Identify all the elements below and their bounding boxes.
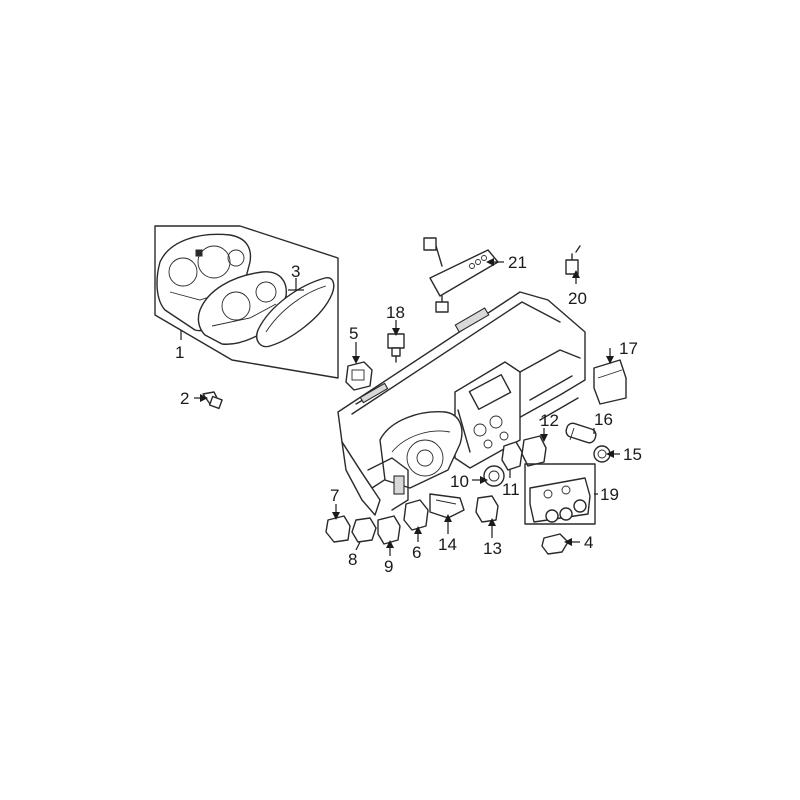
callout-1: 1 xyxy=(175,343,184,362)
part-12-switch xyxy=(521,435,547,467)
callout-9: 9 xyxy=(384,557,393,576)
instrument-cluster-group xyxy=(154,225,339,379)
callout-labels: 1 2 3 4 5 6 7 8 9 10 11 12 13 14 15 16 1… xyxy=(175,253,642,576)
callout-21: 21 xyxy=(508,253,527,272)
callout-4: 4 xyxy=(584,533,593,552)
bolt-part xyxy=(202,391,223,410)
part-19-climate-control xyxy=(524,463,596,525)
callout-6: 6 xyxy=(412,543,421,562)
callout-18: 18 xyxy=(386,303,405,322)
callout-17: 17 xyxy=(619,339,638,358)
callout-19: 19 xyxy=(600,485,619,504)
callout-7: 7 xyxy=(330,486,339,505)
part-9-switch xyxy=(377,515,401,545)
part-5-switch xyxy=(345,361,373,391)
callout-12: 12 xyxy=(540,411,559,430)
part-4-connector xyxy=(541,533,569,555)
leader-lines xyxy=(180,258,620,556)
callout-2: 2 xyxy=(180,389,189,408)
part-7-switch xyxy=(325,515,351,543)
part-21-panel xyxy=(423,237,499,313)
callout-8: 8 xyxy=(348,550,357,569)
callout-16: 16 xyxy=(594,410,613,429)
part-14-switch xyxy=(429,493,465,519)
part-17-switch xyxy=(593,359,627,405)
part-18-sensor xyxy=(387,333,405,363)
callout-20: 20 xyxy=(568,289,587,308)
callout-15: 15 xyxy=(623,445,642,464)
part-6-switch xyxy=(403,499,429,531)
part-20-connector xyxy=(565,245,581,275)
callout-14: 14 xyxy=(438,535,457,554)
dashboard-panel xyxy=(337,291,586,516)
callout-11: 11 xyxy=(502,480,520,499)
part-8-switch xyxy=(351,517,377,543)
part-13-switch xyxy=(475,495,499,523)
part-16-knob xyxy=(565,422,597,444)
callout-10: 10 xyxy=(450,472,469,491)
part-10-knob xyxy=(483,465,505,487)
callout-13: 13 xyxy=(483,539,502,558)
part-11-switch xyxy=(501,441,523,471)
callout-5: 5 xyxy=(349,324,358,343)
callout-3: 3 xyxy=(291,262,300,281)
